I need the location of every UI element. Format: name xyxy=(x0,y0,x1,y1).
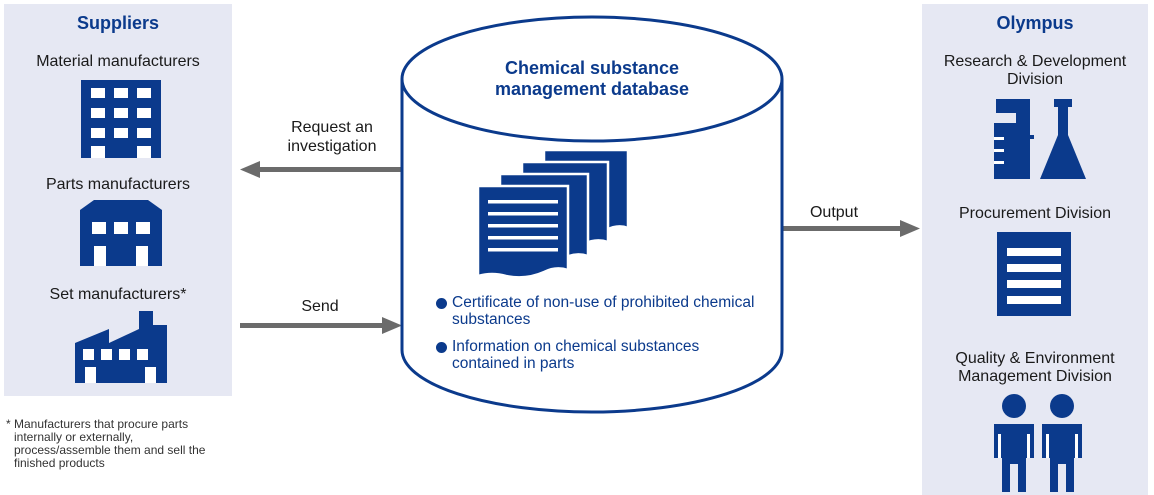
stacked-documents-icon xyxy=(478,150,630,279)
parts-manufacturers-label: Parts manufacturers xyxy=(45,176,191,193)
rd-division-label: Research & Development Division xyxy=(943,53,1127,88)
document-list-icon xyxy=(997,232,1071,316)
olympus-title: Olympus xyxy=(996,13,1074,33)
lab-beakers-icon xyxy=(994,99,1086,179)
footnote-asterisk: * xyxy=(6,417,11,431)
bullet-dot-icon xyxy=(436,342,447,353)
send-arrow xyxy=(240,317,402,334)
output-arrow xyxy=(770,220,920,237)
small-factory-icon xyxy=(80,200,162,266)
database-title: Chemical substance management database xyxy=(494,58,690,99)
request-investigation-label: Request an investigation xyxy=(287,119,377,155)
quality-division-label: Quality & Environment Management Divisio… xyxy=(955,350,1115,385)
footnote-text: Manufacturers that procure parts interna… xyxy=(14,417,206,470)
database-bullet-2: Information on chemical substances conta… xyxy=(436,338,766,372)
send-label: Send xyxy=(301,298,339,315)
factory-with-chimneys-icon xyxy=(75,311,167,383)
material-manufacturers-label: Material manufacturers xyxy=(36,53,200,70)
two-people-icon xyxy=(994,394,1082,492)
office-building-icon xyxy=(81,80,161,158)
footnote: * Manufacturers that procure parts inter… xyxy=(6,418,226,470)
procurement-division-label: Procurement Division xyxy=(958,205,1112,222)
bullet-dot-icon xyxy=(436,298,447,309)
suppliers-title: Suppliers xyxy=(76,13,160,33)
request-arrow xyxy=(240,161,402,178)
database-cylinder xyxy=(400,15,784,414)
set-manufacturers-label: Set manufacturers* xyxy=(49,286,187,303)
database-bullet-1: Certificate of non-use of prohibited che… xyxy=(436,294,766,328)
output-label: Output xyxy=(809,204,859,221)
